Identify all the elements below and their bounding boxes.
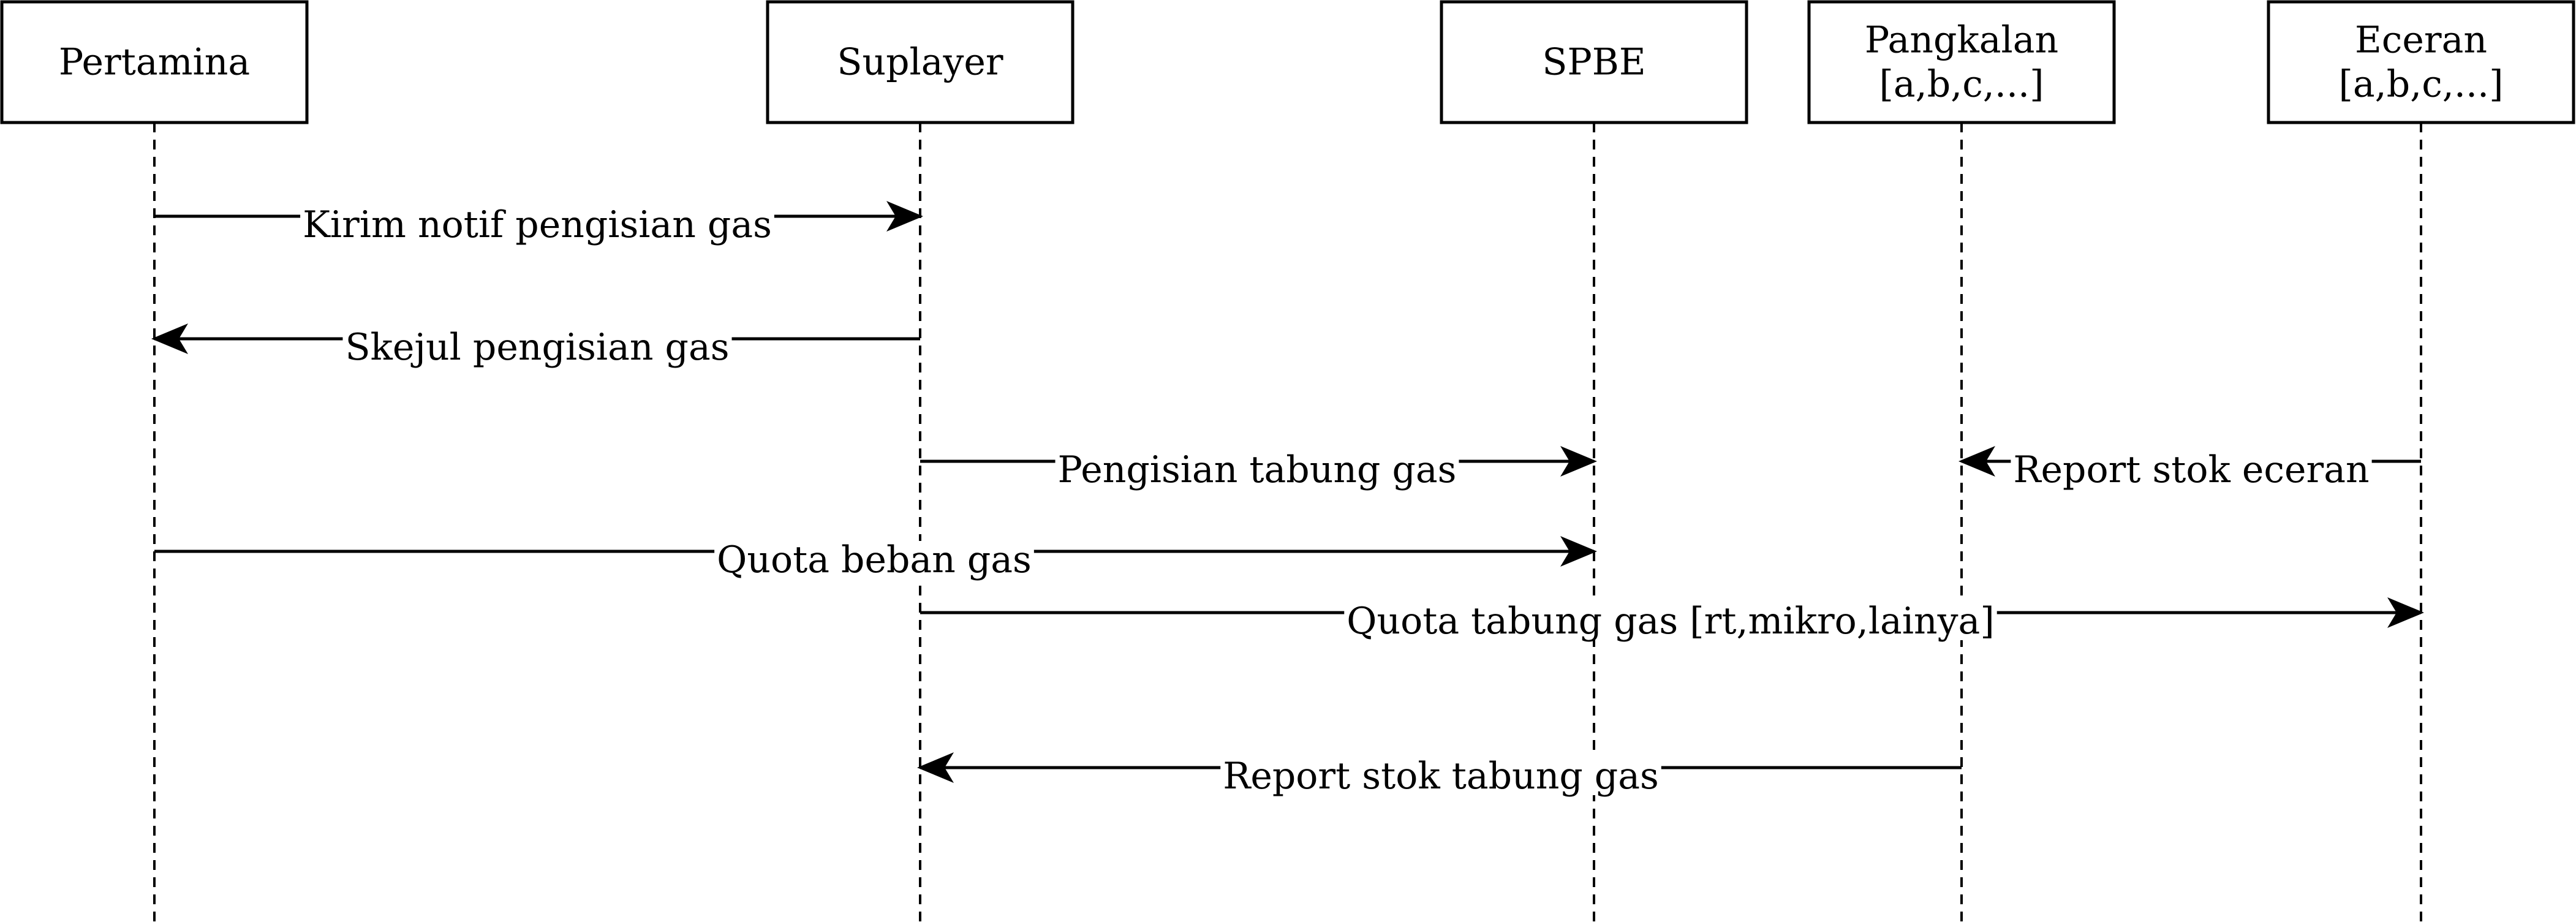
message-6: Report stok tabung gas bbox=[917, 752, 1962, 798]
actor-box-eceran bbox=[2267, 0, 2575, 124]
actor-label-pertamina-0: Pertamina bbox=[59, 41, 250, 84]
actor-suplayer: Suplayer bbox=[766, 0, 1075, 124]
actor-label-pangkalan-0: Pangkalan bbox=[1865, 19, 2058, 62]
message-label-bg-1 bbox=[342, 328, 732, 366]
message-label-bg-3 bbox=[2011, 451, 2372, 489]
lifelines bbox=[153, 123, 2422, 922]
message-label-6: Report stok tabung gas bbox=[1223, 755, 1659, 798]
actor-box-spbe bbox=[1440, 0, 1748, 124]
message-label-3: Report stok eceran bbox=[2013, 448, 2369, 491]
message-label-bg-6 bbox=[1220, 757, 1661, 795]
actor-label-eceran-0: Eceran bbox=[2355, 19, 2487, 62]
message-0: Kirim notif pengisian gas bbox=[154, 201, 923, 246]
actor-box-pertamina bbox=[0, 0, 309, 124]
actor-pertamina: Pertamina bbox=[0, 0, 309, 124]
message-1: Skejul pengisian gas bbox=[151, 323, 920, 369]
actor-label-suplayer-0: Suplayer bbox=[837, 41, 1003, 84]
message-label-bg-5 bbox=[1344, 602, 1997, 640]
message-label-bg-2 bbox=[1055, 451, 1459, 489]
message-label-5: Quota tabung gas [rt,mikro,lainya] bbox=[1347, 600, 1994, 643]
actor-pangkalan: Pangkalan[a,b,c,...] bbox=[1807, 0, 2116, 124]
message-label-4: Quota beban gas bbox=[717, 538, 1032, 581]
actor-box-suplayer bbox=[766, 0, 1075, 124]
actor-spbe: SPBE bbox=[1440, 0, 1748, 124]
actor-label-pangkalan-1: [a,b,c,...] bbox=[1879, 63, 2044, 106]
actor-eceran: Eceran[a,b,c,...] bbox=[2267, 0, 2575, 124]
message-label-1: Skejul pengisian gas bbox=[345, 326, 729, 369]
actor-box-pangkalan bbox=[1807, 0, 2116, 124]
message-2: Pengisian tabung gas bbox=[920, 446, 1597, 491]
message-label-0: Kirim notif pengisian gas bbox=[303, 203, 772, 246]
message-4: Quota beban gas bbox=[154, 536, 1597, 581]
message-5: Quota tabung gas [rt,mikro,lainya] bbox=[920, 597, 2424, 643]
message-3: Report stok eceran bbox=[1958, 446, 2421, 491]
actor-label-eceran-1: [a,b,c,...] bbox=[2338, 63, 2503, 106]
actor-label-spbe-0: SPBE bbox=[1542, 41, 1645, 84]
message-label-bg-0 bbox=[300, 206, 774, 244]
message-label-bg-4 bbox=[714, 541, 1034, 579]
message-label-2: Pengisian tabung gas bbox=[1058, 448, 1457, 491]
